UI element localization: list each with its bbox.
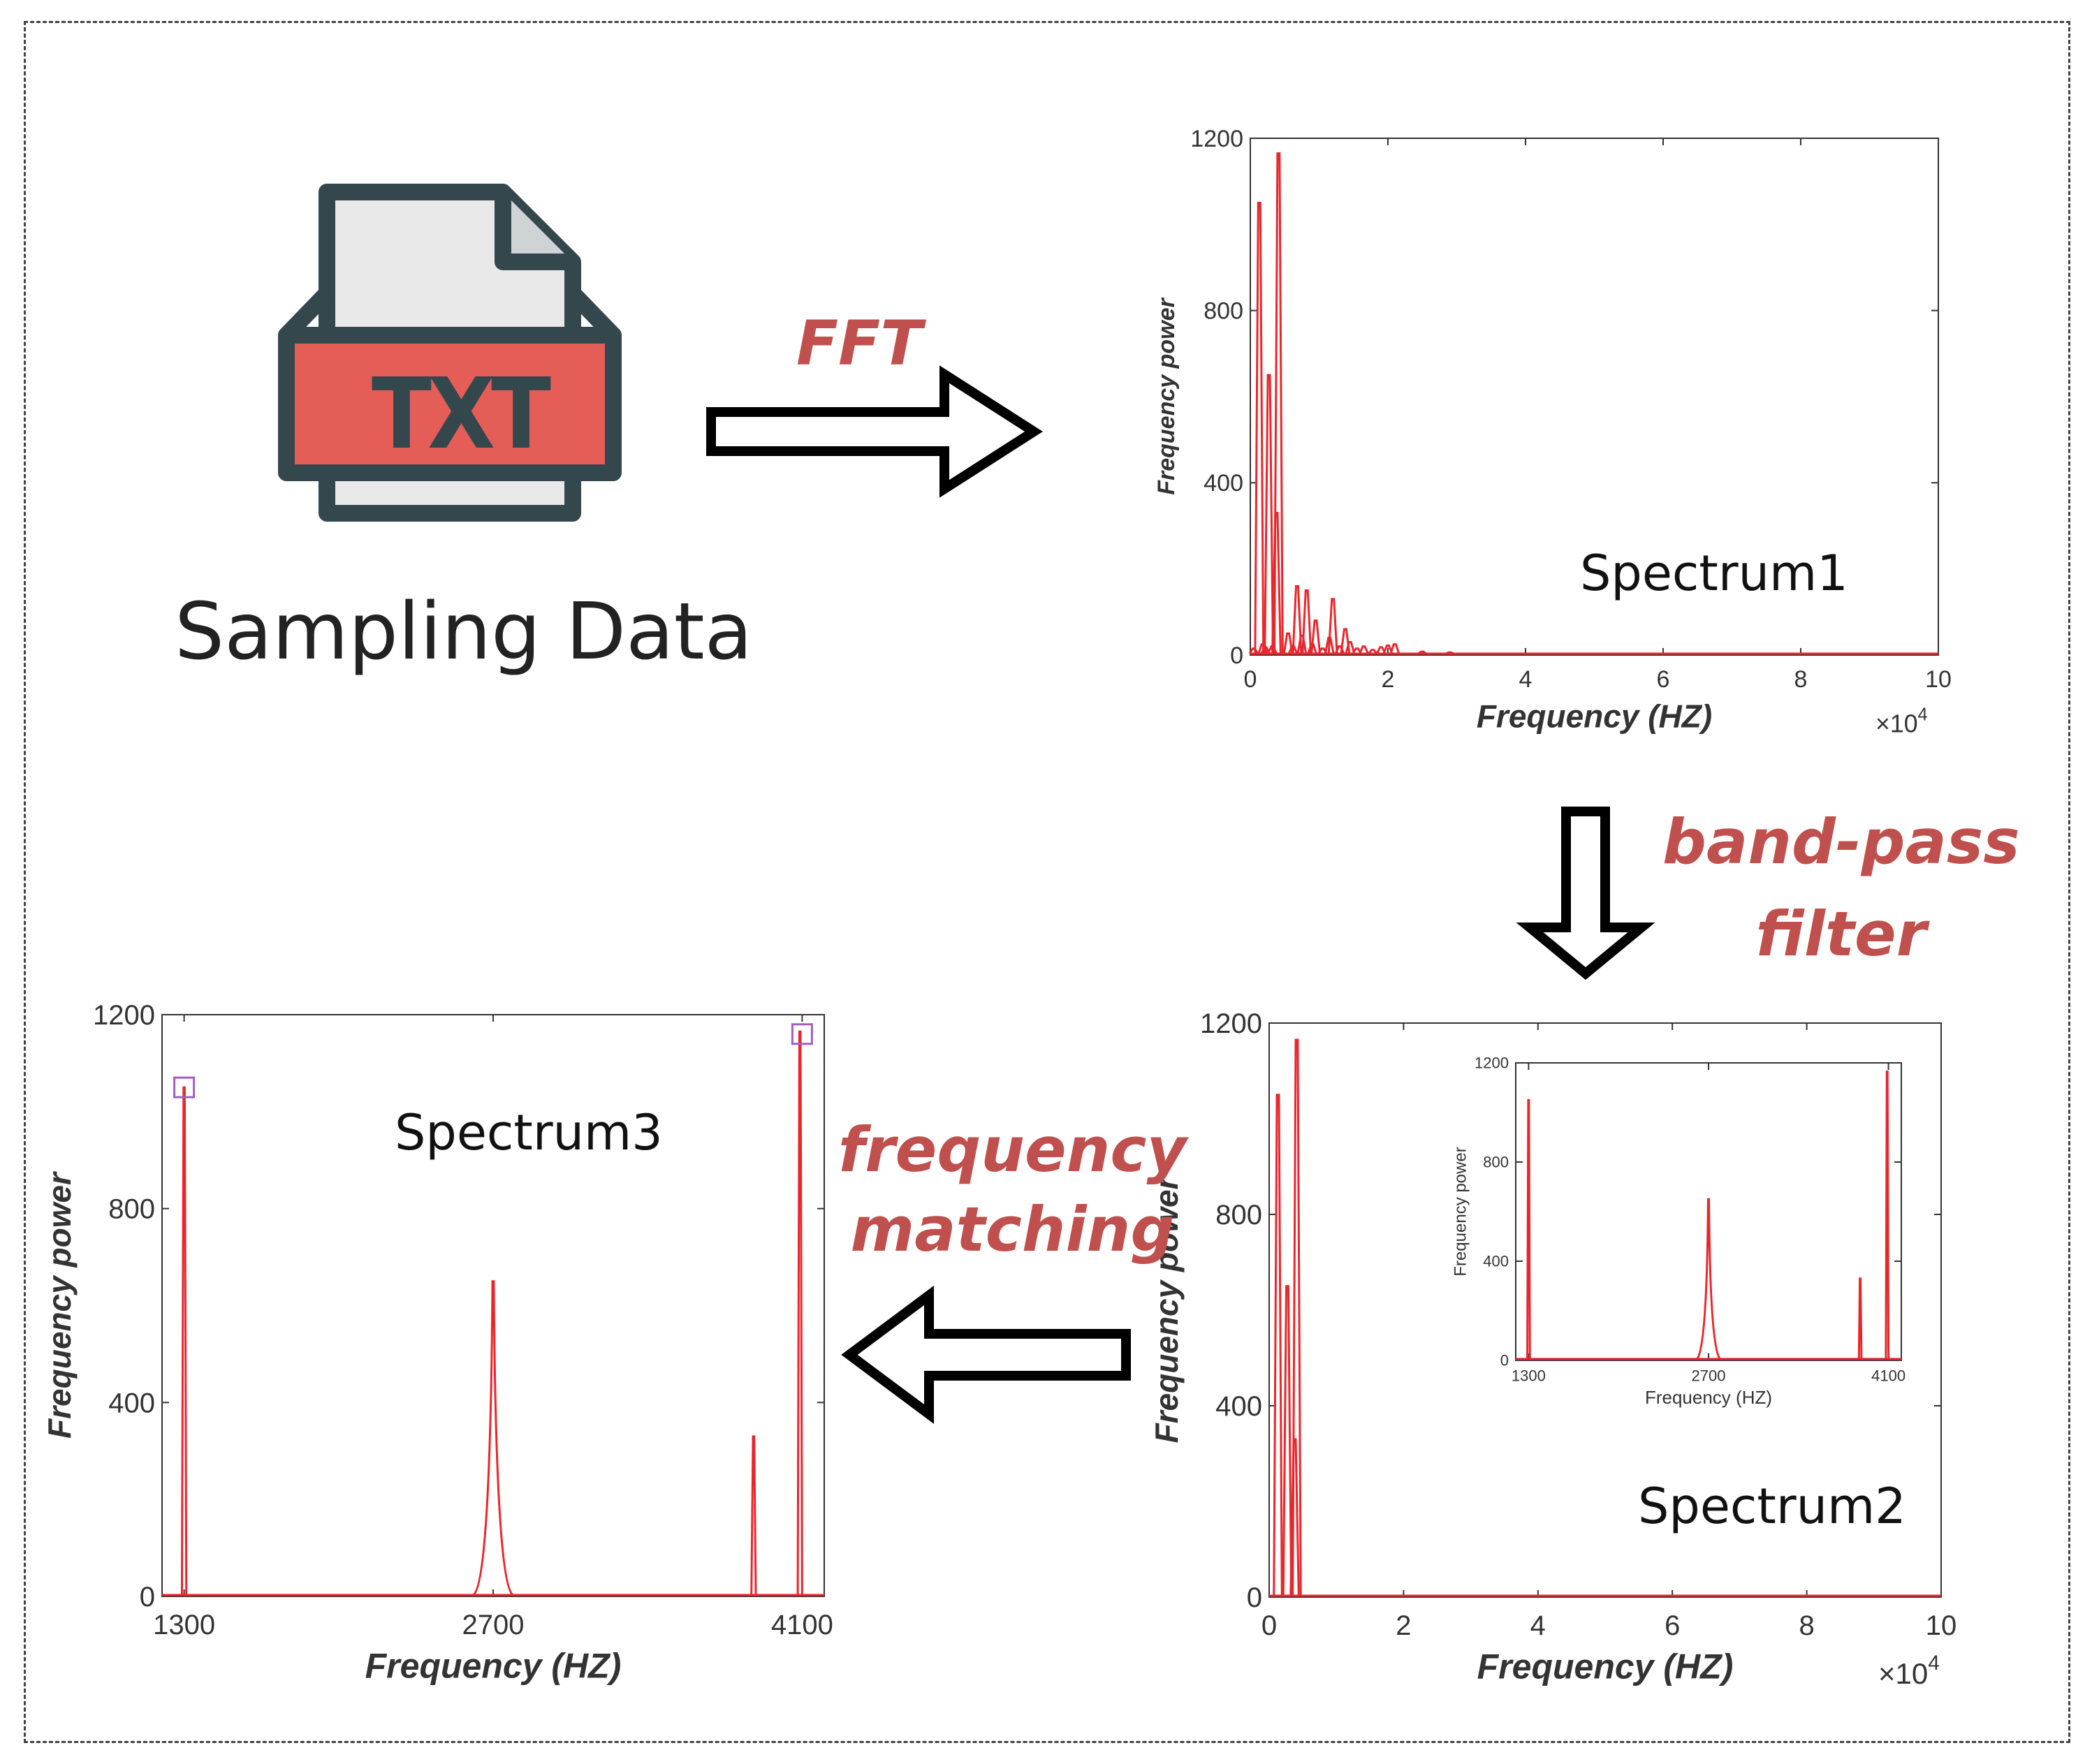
- spectrum-peak: [1345, 641, 1356, 654]
- spectrum-peak: [1327, 598, 1338, 654]
- spectrum-peak: [1696, 1198, 1721, 1360]
- matched-peak-marker: [791, 1023, 813, 1045]
- x-axis-label: Frequency (HZ): [1645, 1387, 1772, 1408]
- x-tick-label: 8: [1794, 666, 1808, 693]
- spectrum-peak: [796, 1030, 803, 1596]
- spectrum-peak: [1445, 651, 1455, 655]
- x-tick-label: 4: [1519, 666, 1533, 693]
- x-multiplier-exponent: 4: [1918, 705, 1928, 724]
- x-axis-label: Frequency (HZ): [365, 1647, 622, 1686]
- y-tick-label: 800: [1483, 1154, 1509, 1171]
- spectrum-peak: [1264, 374, 1275, 654]
- spectrum-peak: [1885, 1070, 1890, 1360]
- dashed-frame: [24, 21, 2070, 1743]
- x-tick-label: 4100: [771, 1610, 833, 1640]
- y-tick-label: 400: [108, 1388, 155, 1418]
- plot-area: [1250, 138, 1939, 656]
- spectrum-peak: [1273, 1094, 1283, 1596]
- x-tick-label: 10: [1926, 1610, 1957, 1641]
- spectrum-peak: [1301, 589, 1312, 654]
- bandpass-line2: filter: [1755, 898, 1927, 970]
- spectrum-peak: [1340, 628, 1351, 654]
- spectrum-peak: [1254, 202, 1265, 654]
- y-tick-label: 1200: [1190, 126, 1243, 152]
- x-tick-label: 4100: [1871, 1367, 1906, 1385]
- x-tick-label: 10: [1925, 666, 1952, 693]
- x-tick-label: 6: [1657, 666, 1670, 693]
- x-tick-label: 4: [1530, 1610, 1546, 1641]
- bandpass-step-label: band-pass filter: [1662, 796, 2020, 980]
- y-tick-label: 800: [108, 1194, 155, 1225]
- spectrum-peak: [1389, 643, 1400, 654]
- x-tick-label: 2700: [1692, 1367, 1726, 1385]
- x-tick-label: 1300: [1512, 1367, 1546, 1385]
- x-axis-label: Frequency (HZ): [1477, 698, 1712, 734]
- spectrum-peak: [1368, 649, 1378, 654]
- y-axis-label: Frequency power: [1148, 1175, 1185, 1443]
- y-axis-label: Frequency power: [1451, 1147, 1470, 1276]
- y-tick-label: 1200: [93, 1000, 155, 1031]
- matched-peak-marker: [173, 1076, 196, 1098]
- spectrum-peak: [750, 1435, 757, 1596]
- x-tick-label: 1300: [153, 1610, 215, 1640]
- spectrum-peak: [1310, 619, 1321, 654]
- x-tick-label: 8: [1799, 1610, 1814, 1641]
- spectrum-peak: [1282, 632, 1294, 654]
- spectrum-peak: [1282, 1285, 1293, 1596]
- spectrum-peak: [1526, 1098, 1531, 1360]
- y-axis-label: Frequency power: [1153, 297, 1180, 494]
- y-tick-label: 0: [1500, 1352, 1509, 1369]
- y-tick-label: 800: [1204, 298, 1243, 325]
- spectrum-peak: [1273, 152, 1284, 654]
- right-arrow-icon: [706, 365, 1043, 498]
- matching-line2: matching: [850, 1193, 1175, 1265]
- x-axis-label: Frequency (HZ): [1477, 1647, 1734, 1686]
- x-multiplier-exponent: 4: [1928, 1652, 1940, 1675]
- left-arrow-icon: [841, 1286, 1131, 1424]
- down-arrow-icon: [1516, 807, 1655, 980]
- y-tick-label: 800: [1215, 1200, 1262, 1230]
- matching-line1: frequency: [838, 1114, 1187, 1186]
- matching-step-label: frequency matching: [838, 1110, 1187, 1270]
- x-tick-label: 6: [1665, 1610, 1680, 1641]
- spectrum-peak: [1857, 1277, 1863, 1360]
- txt-icon-label: TXT: [372, 358, 551, 471]
- y-tick-label: 0: [1247, 1582, 1262, 1613]
- spectrum-peak: [1352, 647, 1362, 654]
- spectrum1-label: Spectrum1: [1580, 545, 1848, 602]
- x-tick-label: 0: [1244, 666, 1257, 693]
- spectrum-peak: [1292, 1038, 1302, 1596]
- spectrum2-label: Spectrum2: [1638, 1478, 1906, 1535]
- spectrum-peak: [180, 1086, 188, 1596]
- spectrum-peak: [1296, 634, 1308, 654]
- y-tick-label: 1200: [1200, 1008, 1262, 1039]
- spectrum3-label: Spectrum3: [395, 1104, 663, 1161]
- spectrum-peak: [472, 1280, 514, 1596]
- y-tick-label: 0: [140, 1582, 155, 1612]
- spectrum-peak: [1248, 647, 1259, 654]
- fft-step-label: FFT: [796, 307, 923, 379]
- txt-file-icon: [278, 184, 622, 522]
- bandpass-line1: band-pass: [1662, 806, 2020, 878]
- y-tick-label: 400: [1215, 1391, 1262, 1422]
- spectrum-peak: [1382, 644, 1394, 654]
- spectrum-peak: [1375, 646, 1387, 654]
- y-tick-label: 1200: [1475, 1054, 1509, 1072]
- sampling-data-label: Sampling Data: [175, 587, 753, 677]
- y-tick-label: 400: [1483, 1253, 1509, 1270]
- x-tick-label: 0: [1261, 1610, 1277, 1641]
- x-tick-label: 2: [1382, 666, 1395, 693]
- x-tick-label: 2: [1396, 1610, 1411, 1641]
- spectrum-peak: [1417, 650, 1427, 655]
- spectrum-peak: [1292, 585, 1303, 654]
- y-tick-label: 400: [1204, 470, 1243, 497]
- y-tick-label: 0: [1230, 642, 1243, 669]
- x-tick-label: 2700: [462, 1610, 525, 1640]
- y-axis-label: Frequency power: [41, 1171, 78, 1439]
- spectrum-peak: [1359, 645, 1369, 654]
